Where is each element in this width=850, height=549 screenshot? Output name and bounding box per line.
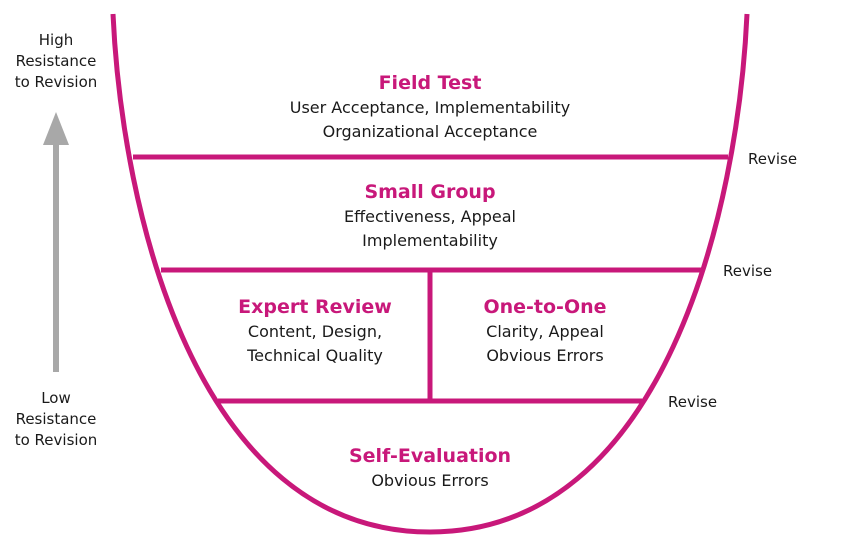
stage-small-group-line-1: Effectiveness, Appeal — [344, 207, 516, 226]
stage-one-to-one-line-1: Clarity, Appeal — [486, 322, 604, 341]
stage-one-to-one-line-2: Obvious Errors — [486, 346, 604, 365]
stage-field-test-title: Field Test — [378, 72, 482, 94]
axis-high-line-2: Resistance — [15, 52, 97, 70]
revise-label-1: Revise — [748, 150, 798, 168]
stage-expert-review-line-1: Content, Design, — [247, 322, 383, 341]
stage-field-test-line-1: User Acceptance, Implementability — [289, 98, 571, 117]
revise-label-3: Revise — [668, 393, 718, 411]
stage-self-evaluation-title: Self-Evaluation — [348, 445, 512, 467]
axis-label-high: High Resistance to Revision — [5, 30, 107, 93]
stage-field-test-line-2: Organizational Acceptance — [322, 122, 538, 141]
stage-one-to-one: One-to-One Clarity, Appeal Obvious Error… — [440, 294, 650, 368]
axis-high-line-3: to Revision — [14, 73, 98, 91]
stage-field-test: Field Test User Acceptance, Implementabi… — [230, 70, 630, 144]
axis-label-low: Low Resistance to Revision — [5, 388, 107, 451]
stage-expert-review-line-2: Technical Quality — [247, 346, 383, 365]
stage-self-evaluation: Self-Evaluation Obvious Errors — [280, 443, 580, 493]
axis-low-line-3: to Revision — [14, 431, 98, 449]
stage-one-to-one-title: One-to-One — [483, 296, 607, 318]
stage-expert-review: Expert Review Content, Design, Technical… — [210, 294, 420, 368]
stage-small-group-title: Small Group — [364, 181, 496, 203]
stage-small-group-line-2: Implementability — [362, 231, 498, 250]
revise-label-2: Revise — [723, 262, 773, 280]
stage-small-group: Small Group Effectiveness, Appeal Implem… — [230, 179, 630, 253]
stage-self-evaluation-line-1: Obvious Errors — [371, 471, 489, 490]
axis-high-line-1: High — [38, 31, 74, 49]
axis-low-line-1: Low — [41, 389, 71, 407]
stage-expert-review-title: Expert Review — [238, 296, 392, 318]
bowl-outline — [110, 13, 750, 535]
axis-low-line-2: Resistance — [15, 410, 97, 428]
resistance-arrow-head — [43, 112, 69, 145]
